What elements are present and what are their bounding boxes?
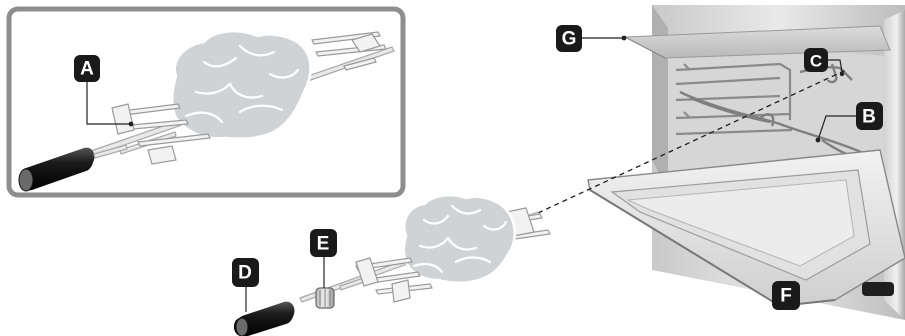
rotisserie-assembly bbox=[233, 193, 551, 336]
far-forks-inset bbox=[311, 31, 387, 71]
chicken-inset bbox=[171, 29, 312, 140]
label-f-text: F bbox=[780, 286, 792, 307]
label-a: A bbox=[74, 55, 134, 127]
label-b-text: B bbox=[862, 107, 876, 128]
label-b: B bbox=[815, 102, 883, 143]
label-d: D bbox=[232, 258, 259, 312]
insertion-guide-line bbox=[537, 69, 847, 214]
label-c: C bbox=[804, 48, 845, 77]
oven bbox=[537, 5, 905, 320]
label-a-text: A bbox=[80, 59, 94, 80]
label-e: E bbox=[310, 229, 337, 288]
chicken-on-spit-icon bbox=[402, 193, 516, 284]
drip-tray bbox=[587, 149, 905, 308]
label-g-text: G bbox=[562, 29, 577, 50]
near-forks-inset bbox=[111, 103, 211, 165]
label-e-text: E bbox=[317, 234, 330, 255]
label-g: G bbox=[556, 25, 627, 52]
handle-icon bbox=[233, 301, 295, 336]
lock-screw-icon bbox=[315, 287, 335, 309]
label-f: F bbox=[772, 281, 800, 310]
near-forks bbox=[355, 257, 433, 303]
label-c-text: C bbox=[810, 52, 822, 71]
inset-panel: A bbox=[6, 6, 406, 198]
rotisserie-handle-icon bbox=[18, 144, 128, 192]
label-d-text: D bbox=[238, 263, 252, 284]
